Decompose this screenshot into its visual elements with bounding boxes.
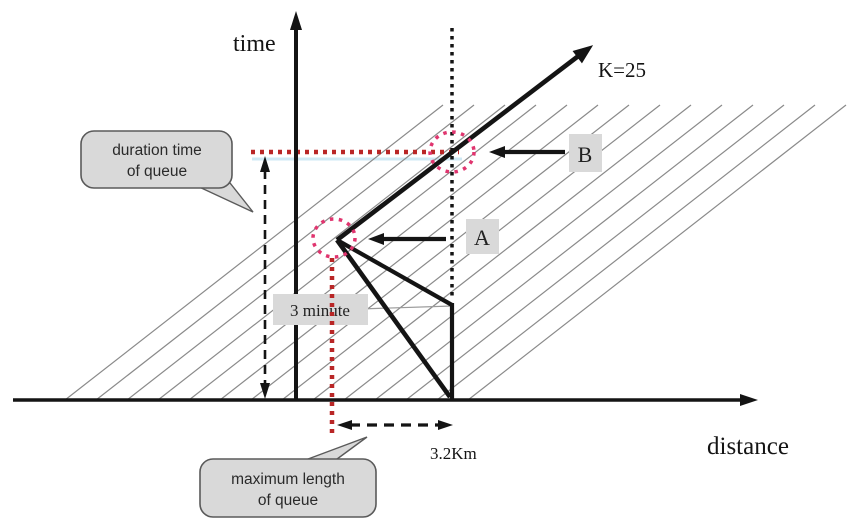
k25-label: K=25 <box>598 58 646 82</box>
duration-callout-line1: duration time <box>112 142 202 159</box>
distance-axis-label: distance <box>707 433 789 460</box>
time-axis <box>290 11 302 399</box>
queue-front-line <box>335 238 454 307</box>
max-length-callout-line2: of queue <box>258 492 318 509</box>
point-b-badge: B <box>569 134 602 172</box>
km-label: 3.2Km <box>430 444 477 463</box>
shockwave-line <box>335 238 452 399</box>
k25-arrowhead <box>572 45 594 64</box>
k25-trajectory-line <box>335 52 583 242</box>
max-length-callout-line1: maximum length <box>231 471 345 488</box>
max-length-callout: maximum length of queue <box>199 436 377 518</box>
time-axis-label: time <box>233 31 276 57</box>
duration-callout: duration time of queue <box>80 130 254 213</box>
point-b-label: B <box>578 142 593 167</box>
distance-axis <box>13 394 758 406</box>
point-a-circle <box>311 217 357 259</box>
time-axis-arrowhead <box>290 11 302 30</box>
distance-axis-arrowhead <box>740 394 758 406</box>
point-a-label: A <box>474 225 490 250</box>
three-minute-label: 3 minute <box>290 301 350 320</box>
queue-geometry <box>335 45 594 399</box>
three-minute-leader-line <box>359 305 453 310</box>
duration-callout-line2: of queue <box>127 163 187 180</box>
three-minute-badge: 3 minute <box>273 294 368 325</box>
point-a-badge: A <box>466 219 499 254</box>
point-b-circle <box>428 130 476 174</box>
point-b-arrow <box>489 146 565 158</box>
point-a-arrow <box>368 233 446 245</box>
queue-length-dashed-arrow <box>337 420 453 430</box>
duration-dashed-arrow <box>260 156 270 399</box>
